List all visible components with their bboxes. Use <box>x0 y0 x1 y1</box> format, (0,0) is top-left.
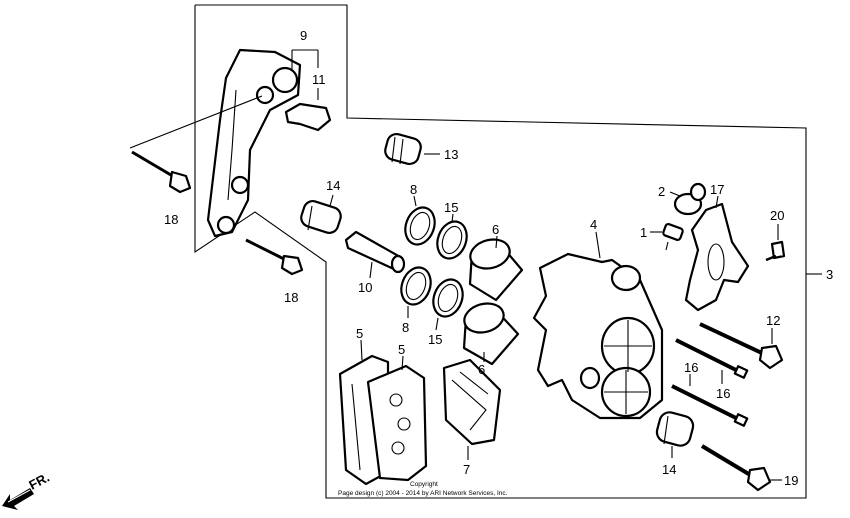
piston-6-upper <box>468 238 524 302</box>
boot-13 <box>384 132 422 166</box>
label-5-left: 5 <box>356 326 363 341</box>
pin-16-lower <box>671 384 749 427</box>
leader-line-17 <box>715 195 719 209</box>
label-13: 13 <box>444 147 458 162</box>
leader-line-15a <box>451 213 454 223</box>
label-14-lower: 14 <box>662 462 676 477</box>
leader-line-15b <box>435 317 439 331</box>
label-18-upper: 18 <box>164 212 178 227</box>
caliper-body <box>532 252 664 420</box>
bleed-valve <box>662 223 684 251</box>
leader-line-18a <box>129 95 263 149</box>
leader-line-8a <box>413 195 417 207</box>
leader-line-4 <box>595 231 601 259</box>
label-2: 2 <box>658 184 665 199</box>
label-1: 1 <box>640 225 647 240</box>
bolt-18-lower <box>245 238 304 276</box>
brake-pad-5-right <box>366 364 428 482</box>
bolt-18-upper <box>131 150 192 194</box>
bolt-20 <box>765 240 786 262</box>
copyright-line-2: Page design (c) 2004 - 2014 by ARI Netwo… <box>338 490 508 497</box>
slide-pin-10 <box>344 230 406 274</box>
label-16-lower: 16 <box>684 360 698 375</box>
leader-line-6a <box>495 235 498 249</box>
leader-line-2 <box>669 191 681 197</box>
label-4: 4 <box>590 217 597 232</box>
label-16-upper: 16 <box>716 386 730 401</box>
label-5-right: 5 <box>398 342 405 357</box>
seal-8-lower <box>400 266 432 306</box>
piston-6-lower <box>462 302 520 366</box>
copyright-line-1: Copyright <box>410 481 438 488</box>
boot-14-upper <box>300 200 342 234</box>
label-6-upper: 6 <box>492 222 499 237</box>
label-12: 12 <box>766 313 780 328</box>
label-20: 20 <box>770 208 784 223</box>
label-7: 7 <box>463 462 470 477</box>
pad-retainer-plate <box>684 202 750 312</box>
leader-line-5b <box>401 355 404 371</box>
pin-16-upper <box>675 338 749 379</box>
label-19: 19 <box>784 473 798 488</box>
seal-15-lower <box>432 278 464 318</box>
label-17: 17 <box>710 182 724 197</box>
pin-12 <box>699 322 784 370</box>
pad-retainer-clip <box>284 102 332 132</box>
caliper-bracket <box>206 48 302 238</box>
leader-line-5a <box>360 339 363 361</box>
seal-8-upper <box>404 206 436 246</box>
bleed-cap <box>673 182 707 216</box>
boot-14-lower <box>655 411 695 447</box>
bolt-19 <box>700 444 772 492</box>
label-8-upper: 8 <box>410 182 417 197</box>
label-14-upper: 14 <box>326 178 340 193</box>
label-6-lower: 6 <box>478 362 485 377</box>
pad-spring <box>442 358 502 446</box>
label-11: 11 <box>312 72 326 87</box>
leader-line-10 <box>369 261 373 279</box>
label-15-lower: 15 <box>428 332 442 347</box>
front-direction-arrow-icon <box>2 488 34 510</box>
label-9: 9 <box>300 28 307 43</box>
seal-15-upper <box>436 220 468 260</box>
label-18-lower: 18 <box>284 290 298 305</box>
label-10: 10 <box>358 280 372 295</box>
label-8-lower: 8 <box>402 320 409 335</box>
label-15-upper: 15 <box>444 200 458 215</box>
label-3: 3 <box>826 267 833 282</box>
leader-line-14a <box>329 194 334 207</box>
